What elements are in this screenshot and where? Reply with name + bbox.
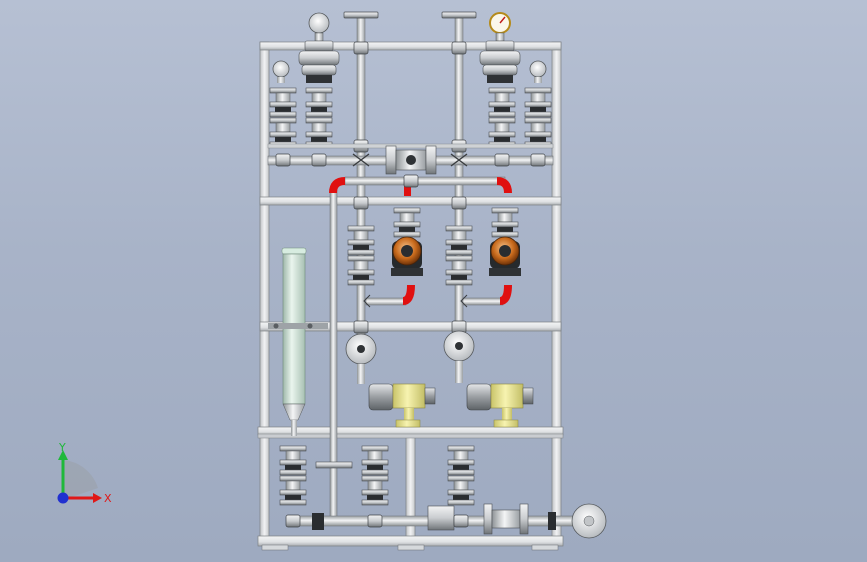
dosing-pump-left [391, 236, 423, 276]
upper-valve-stacks [269, 87, 552, 148]
upper-header-pipe [267, 143, 554, 175]
pressure-gauge-top-left [298, 12, 340, 83]
gauge-small-right [529, 60, 547, 83]
lower-valve-stacks [279, 445, 475, 506]
y-axis-label: Y [58, 441, 66, 454]
red-crossover-line [329, 174, 512, 196]
pressure-gauge-top-right [479, 12, 521, 83]
actuated-valve-right [466, 383, 534, 428]
z-axis-dot [57, 492, 69, 504]
x-axis-label: X [104, 492, 112, 505]
actuated-valve-left [368, 383, 436, 428]
filter-column [268, 247, 328, 436]
gauge-small-left [272, 60, 290, 83]
dosing-pump-right [489, 236, 521, 276]
lower-header-pipe [285, 503, 607, 539]
coordinate-triad-icon: Y X [57, 441, 112, 505]
pump-stage [347, 207, 521, 308]
round-flanges [345, 330, 475, 384]
